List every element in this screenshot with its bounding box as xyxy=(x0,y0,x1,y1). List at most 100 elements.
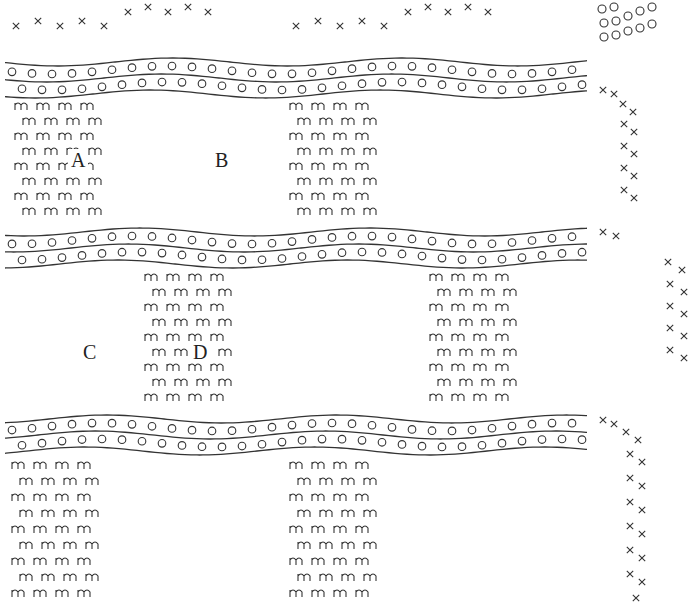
m-glyph xyxy=(290,558,302,565)
m-glyph xyxy=(364,118,376,125)
m-glyph xyxy=(342,542,354,549)
x-glyph xyxy=(623,429,629,435)
band-dot xyxy=(28,240,36,248)
x-glyph xyxy=(627,547,633,553)
m-glyph xyxy=(20,574,32,581)
band-dot xyxy=(158,78,166,86)
band-dot xyxy=(98,435,106,443)
band-dot xyxy=(418,442,426,450)
band-dot xyxy=(8,240,16,248)
band-dot xyxy=(458,83,466,91)
cluster-dot xyxy=(600,19,608,27)
circle-cluster xyxy=(598,3,656,41)
m-glyph xyxy=(23,178,35,185)
m-block xyxy=(430,274,516,401)
band-dot xyxy=(218,255,226,263)
band-dot xyxy=(528,237,536,245)
m-glyph xyxy=(145,364,157,371)
m-glyph xyxy=(334,526,346,533)
m-glyph xyxy=(334,558,346,565)
x-glyph xyxy=(631,151,637,157)
m-glyph xyxy=(298,478,310,485)
m-glyph xyxy=(197,319,209,326)
band-dot xyxy=(408,235,416,243)
x-glyph xyxy=(639,459,645,465)
x-glyph xyxy=(205,9,211,15)
m-glyph xyxy=(364,574,376,581)
m-glyph xyxy=(496,364,508,371)
m-glyph xyxy=(290,103,302,110)
m-glyph xyxy=(356,103,368,110)
band-dot xyxy=(498,255,506,263)
m-glyph xyxy=(37,193,49,200)
m-glyph xyxy=(45,148,57,155)
m-glyph xyxy=(290,462,302,469)
band-dot xyxy=(568,419,576,427)
wavy-band xyxy=(5,228,587,268)
m-glyph xyxy=(145,394,157,401)
band-dot xyxy=(318,84,326,92)
band-dot xyxy=(298,253,306,261)
band-dot xyxy=(348,65,356,73)
x-glyph xyxy=(600,229,606,235)
band-dot xyxy=(378,79,386,87)
band-dot xyxy=(368,421,376,429)
band-dot xyxy=(398,250,406,258)
m-glyph xyxy=(312,590,324,597)
m-glyph xyxy=(37,163,49,170)
m-glyph xyxy=(175,289,187,296)
band-dot xyxy=(488,240,496,248)
x-glyph xyxy=(35,18,41,24)
band-dot xyxy=(358,248,366,256)
band-dot xyxy=(108,66,116,74)
band-dot xyxy=(168,234,176,242)
m-glyph xyxy=(356,462,368,469)
cluster-dot xyxy=(636,24,644,32)
band-dot xyxy=(138,248,146,256)
region-letter: D xyxy=(190,341,210,363)
band-dot xyxy=(58,86,66,94)
m-glyph xyxy=(496,274,508,281)
m-glyph xyxy=(89,118,101,125)
m-glyph xyxy=(67,208,79,215)
m-glyph xyxy=(45,208,57,215)
m-glyph xyxy=(59,103,71,110)
x-glyph xyxy=(635,437,641,443)
m-glyph xyxy=(482,349,494,356)
m-glyph xyxy=(67,178,79,185)
m-glyph xyxy=(312,193,324,200)
cluster-dot xyxy=(610,3,618,11)
x-glyph xyxy=(679,267,685,273)
region-letter: A xyxy=(68,149,88,171)
m-glyph xyxy=(474,304,486,311)
m-glyph xyxy=(430,394,442,401)
band-dot xyxy=(378,249,386,257)
m-glyph xyxy=(430,304,442,311)
m-glyph xyxy=(64,510,76,517)
band-dot xyxy=(368,63,376,71)
x-glyph xyxy=(681,355,687,361)
m-glyph xyxy=(452,334,464,341)
m-glyph xyxy=(438,349,450,356)
band-dot xyxy=(148,233,156,241)
region-letter: B xyxy=(212,149,231,171)
x-glyph xyxy=(633,595,639,601)
m-glyph xyxy=(86,574,98,581)
band-dot xyxy=(18,441,26,449)
cluster-dot xyxy=(624,27,632,35)
m-glyph xyxy=(153,349,165,356)
band-dot xyxy=(528,420,536,428)
x-glyph xyxy=(405,9,411,15)
m-glyph xyxy=(145,334,157,341)
m-glyph xyxy=(334,462,346,469)
m-glyph xyxy=(312,494,324,501)
band-dot xyxy=(88,235,96,243)
m-glyph xyxy=(356,590,368,597)
x-glyph xyxy=(630,109,636,115)
x-glyph xyxy=(681,289,687,295)
band-dot xyxy=(388,233,396,241)
m-glyph xyxy=(189,394,201,401)
band-dot xyxy=(328,419,336,427)
x-glyph xyxy=(445,9,451,15)
x-glyph xyxy=(667,303,673,309)
